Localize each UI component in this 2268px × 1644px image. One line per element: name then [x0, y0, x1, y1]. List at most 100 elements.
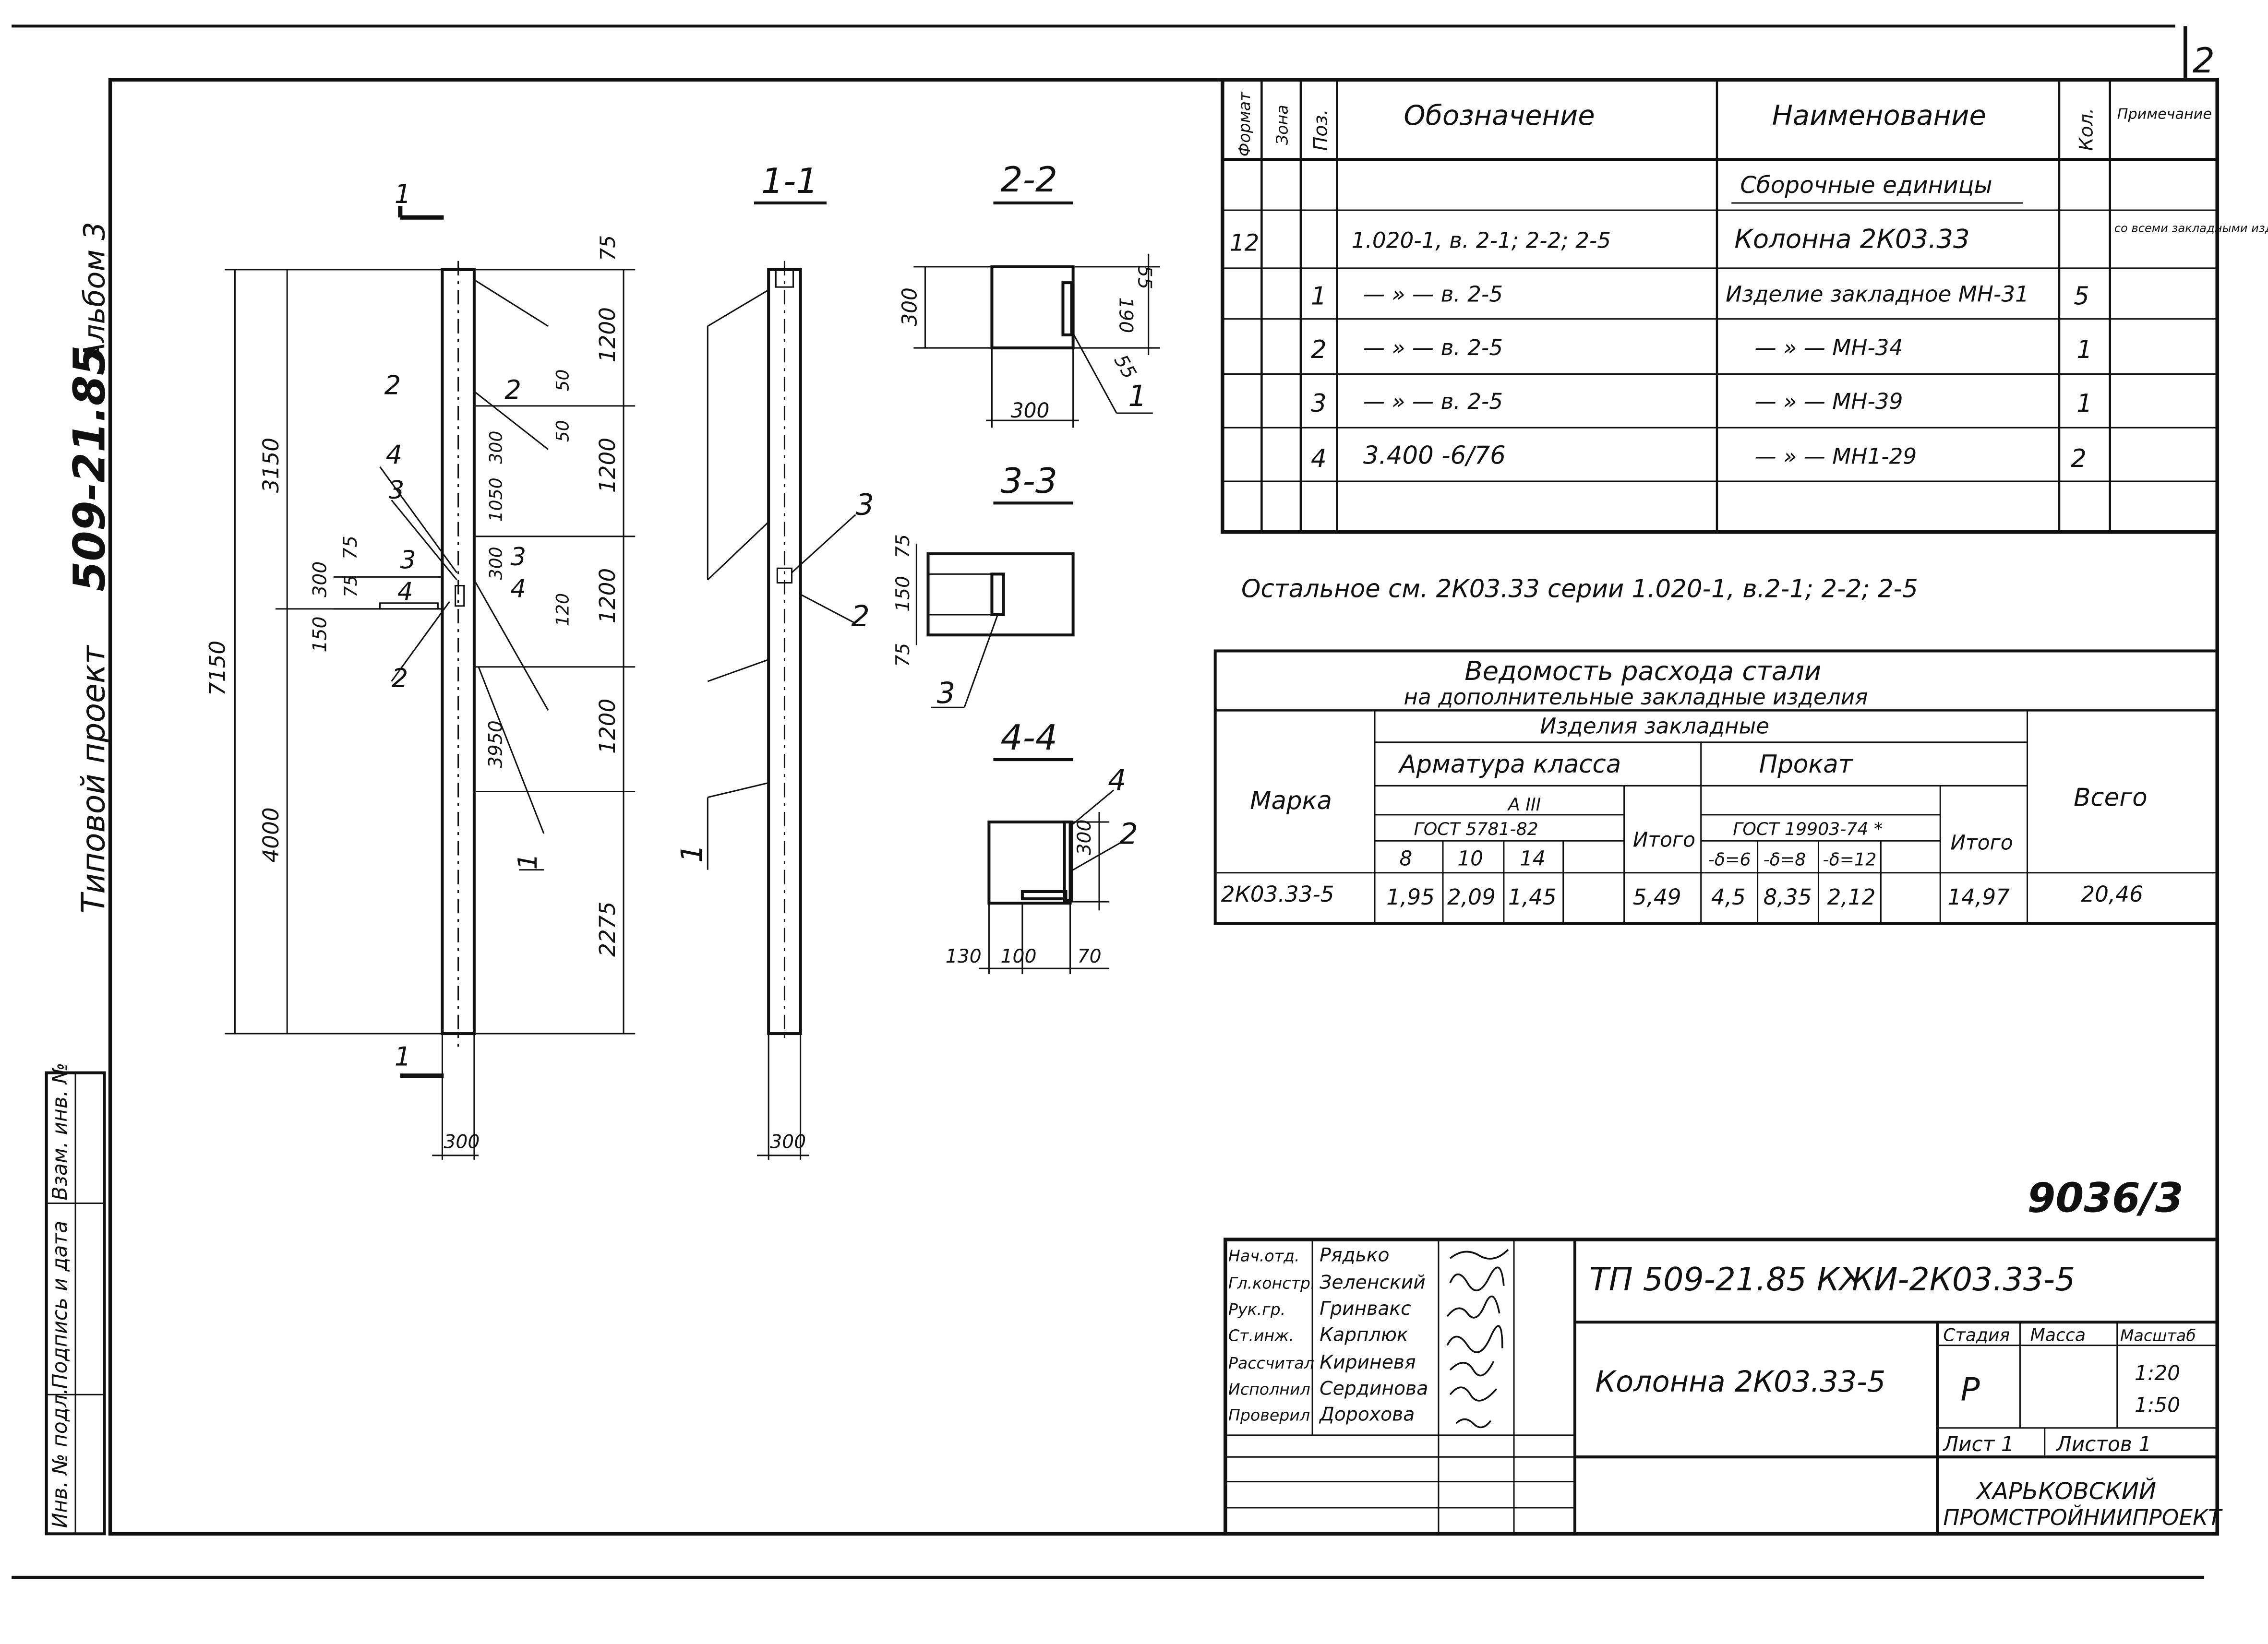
steel-row-total: 20,46: [2081, 882, 2143, 907]
s33-dim-75-b: 75: [892, 643, 914, 667]
dim-1200-c: 1200: [595, 568, 620, 623]
pos-label-3: 3: [389, 476, 405, 505]
dim-50-a: 50: [552, 369, 573, 392]
note-text: Остальное см. 2К03.33 серии 1.020-1, в.2…: [1241, 575, 1918, 604]
spec-row3-qty: 1: [2076, 335, 2092, 364]
spec-row3-name: — » — МН-34: [1755, 335, 1903, 360]
s44-dim-70: 70: [1078, 946, 1102, 967]
steel-row-mark: 2К03.33-5: [1221, 882, 1334, 907]
spec-row2-designation: — » — в. 2-5: [1363, 281, 1503, 307]
steel-row-r14: 1,45: [1508, 884, 1557, 910]
steel-h-items: Изделия закладные: [1540, 714, 1769, 739]
drawing-number: 9036/3: [2027, 1174, 2183, 1222]
tb-role-7: Проверил: [1228, 1406, 1310, 1425]
side-project-label: Типовой проект: [75, 644, 112, 913]
steel-row-p8: 8,35: [1764, 884, 1812, 910]
section-4-4-title: 4-4: [1001, 718, 1057, 758]
steel-size-10: 10: [1457, 847, 1483, 870]
steel-size-d8: -δ=8: [1764, 849, 1806, 870]
spec-header-note: Примечание: [2117, 106, 2212, 123]
steel-size-8: 8: [1399, 847, 1412, 870]
tb-name: Колонна 2К03.33-5: [1595, 1365, 1885, 1399]
s11-dim-300: 300: [770, 1132, 806, 1153]
steel-row-r10: 2,09: [1447, 884, 1496, 910]
cut-mark-bottom: 1: [395, 1042, 411, 1072]
signatures: [1446, 1249, 1509, 1429]
tb-sheet: Лист 1: [1942, 1432, 2014, 1456]
steel-row-p6: 4,5: [1711, 884, 1746, 910]
spec-row1-note: со всеми закладными издел.: [2114, 221, 2268, 235]
s22-dim-300-h: 300: [1011, 399, 1050, 422]
spec-header-format: Формат: [1235, 91, 1254, 156]
pos-label-1: 1: [513, 853, 543, 870]
section-3-3-title: 3-3: [1001, 461, 1057, 501]
tb-role-5: Рассчитал: [1228, 1354, 1314, 1372]
dim-1200-a: 1200: [595, 307, 620, 362]
steel-h-mark: Марка: [1250, 786, 1332, 815]
s22-dim-55-a: 55: [1134, 265, 1155, 289]
s11-pos-1: 1: [675, 844, 709, 862]
cut-mark-top: 1: [395, 179, 411, 209]
pos-label-4: 4: [386, 440, 403, 470]
steel-h-class: А III: [1507, 794, 1541, 815]
dim-3150: 3150: [258, 438, 284, 493]
tb-role-2: Гл.констр.: [1228, 1274, 1316, 1293]
section-1-1-title: 1-1: [761, 161, 818, 202]
side-stamp: Взам. инв. № Подпись и дата Инв. № подл.: [45, 1062, 106, 1536]
stamp-inventory-label: Инв. № подл.: [48, 1388, 72, 1528]
s33-dim-150: 150: [892, 576, 914, 612]
spec-header-zone: Зона: [1273, 105, 1292, 145]
s22-dim-300-v: 300: [898, 287, 921, 326]
section-4-4: 4-4 300 4 2 130 100 70: [946, 718, 1138, 975]
s22-dim-55-b: 55: [1110, 351, 1140, 383]
spec-header-name: Наименование: [1772, 99, 1986, 131]
section-mark-2: 2: [384, 370, 401, 401]
tb-name-4: Карплюк: [1320, 1324, 1408, 1346]
s33-dim-75-a: 75: [892, 534, 914, 558]
section-2-2: 2-2 300 300 55 190 55 1: [898, 160, 1160, 428]
spec-header-designation: Обозначение: [1404, 99, 1595, 131]
dim-4000: 4000: [258, 807, 284, 862]
tb-role-1: Нач.отд.: [1228, 1246, 1300, 1265]
spec-section-title: Сборочные единицы: [1740, 172, 1992, 199]
tb-sheets: Листов 1: [2055, 1432, 2151, 1456]
dim-50-b: 50: [552, 420, 573, 442]
tb-scale-1: 1:20: [2135, 1361, 2180, 1385]
dim-75-top: 75: [596, 235, 620, 261]
tb-doc-code: ТП 509-21.85 КЖИ-2К03.33-5: [1589, 1261, 2075, 1298]
tb-role-6: Исполнил: [1228, 1380, 1310, 1398]
section-mark-3-right: 3: [510, 543, 526, 572]
spec-row2-qty: 5: [2074, 282, 2089, 310]
section-mark-2-right: 2: [504, 375, 521, 405]
steel-table: Ведомость расхода стали на дополнительны…: [1213, 649, 2219, 925]
s22-dim-190: 190: [1115, 297, 1136, 333]
side-title: Типовой проект 509-21.85 Альбом 3: [65, 222, 115, 913]
spec-row1-designation: 1.020-1, в. 2-1; 2-2; 2-5: [1352, 228, 1611, 253]
section-mark-4: 4: [397, 578, 413, 607]
steel-size-d6: -δ=6: [1708, 849, 1751, 870]
dim-3950: 3950: [485, 720, 506, 768]
s44-dim-130: 130: [946, 946, 982, 967]
spec-row5-qty: 2: [2071, 444, 2087, 473]
section-3-3: 3-3 75 150 75 3: [892, 461, 1075, 710]
steel-h-rolled: Прокат: [1759, 750, 1854, 779]
s44-pos-2: 2: [1119, 817, 1138, 851]
dim-300-b: 300: [485, 431, 506, 464]
steel-h-rebar: Арматура класса: [1398, 750, 1621, 779]
dim-1050: 1050: [485, 477, 506, 522]
tb-name-7: Дорохова: [1319, 1404, 1415, 1426]
tb-name-5: Кириневя: [1320, 1352, 1416, 1373]
side-project-code: 509-21.85: [65, 345, 115, 591]
s11-pos-3: 3: [855, 488, 874, 522]
dim-75-a: 75: [340, 536, 361, 560]
tb-name-6: Сердинова: [1320, 1378, 1428, 1399]
dim-300-width: 300: [444, 1132, 480, 1153]
tb-role-3: Рук.гр.: [1228, 1300, 1285, 1319]
spec-header-pos: Поз.: [1310, 109, 1332, 151]
spec-header-qty: Кол.: [2076, 108, 2097, 151]
stamp-signature-label: Подпись и дата: [48, 1221, 72, 1389]
tb-name-3: Гринвакс: [1320, 1298, 1411, 1320]
spec-row5-pos: 4: [1311, 444, 1327, 473]
spec-row4-pos: 3: [1311, 389, 1327, 418]
